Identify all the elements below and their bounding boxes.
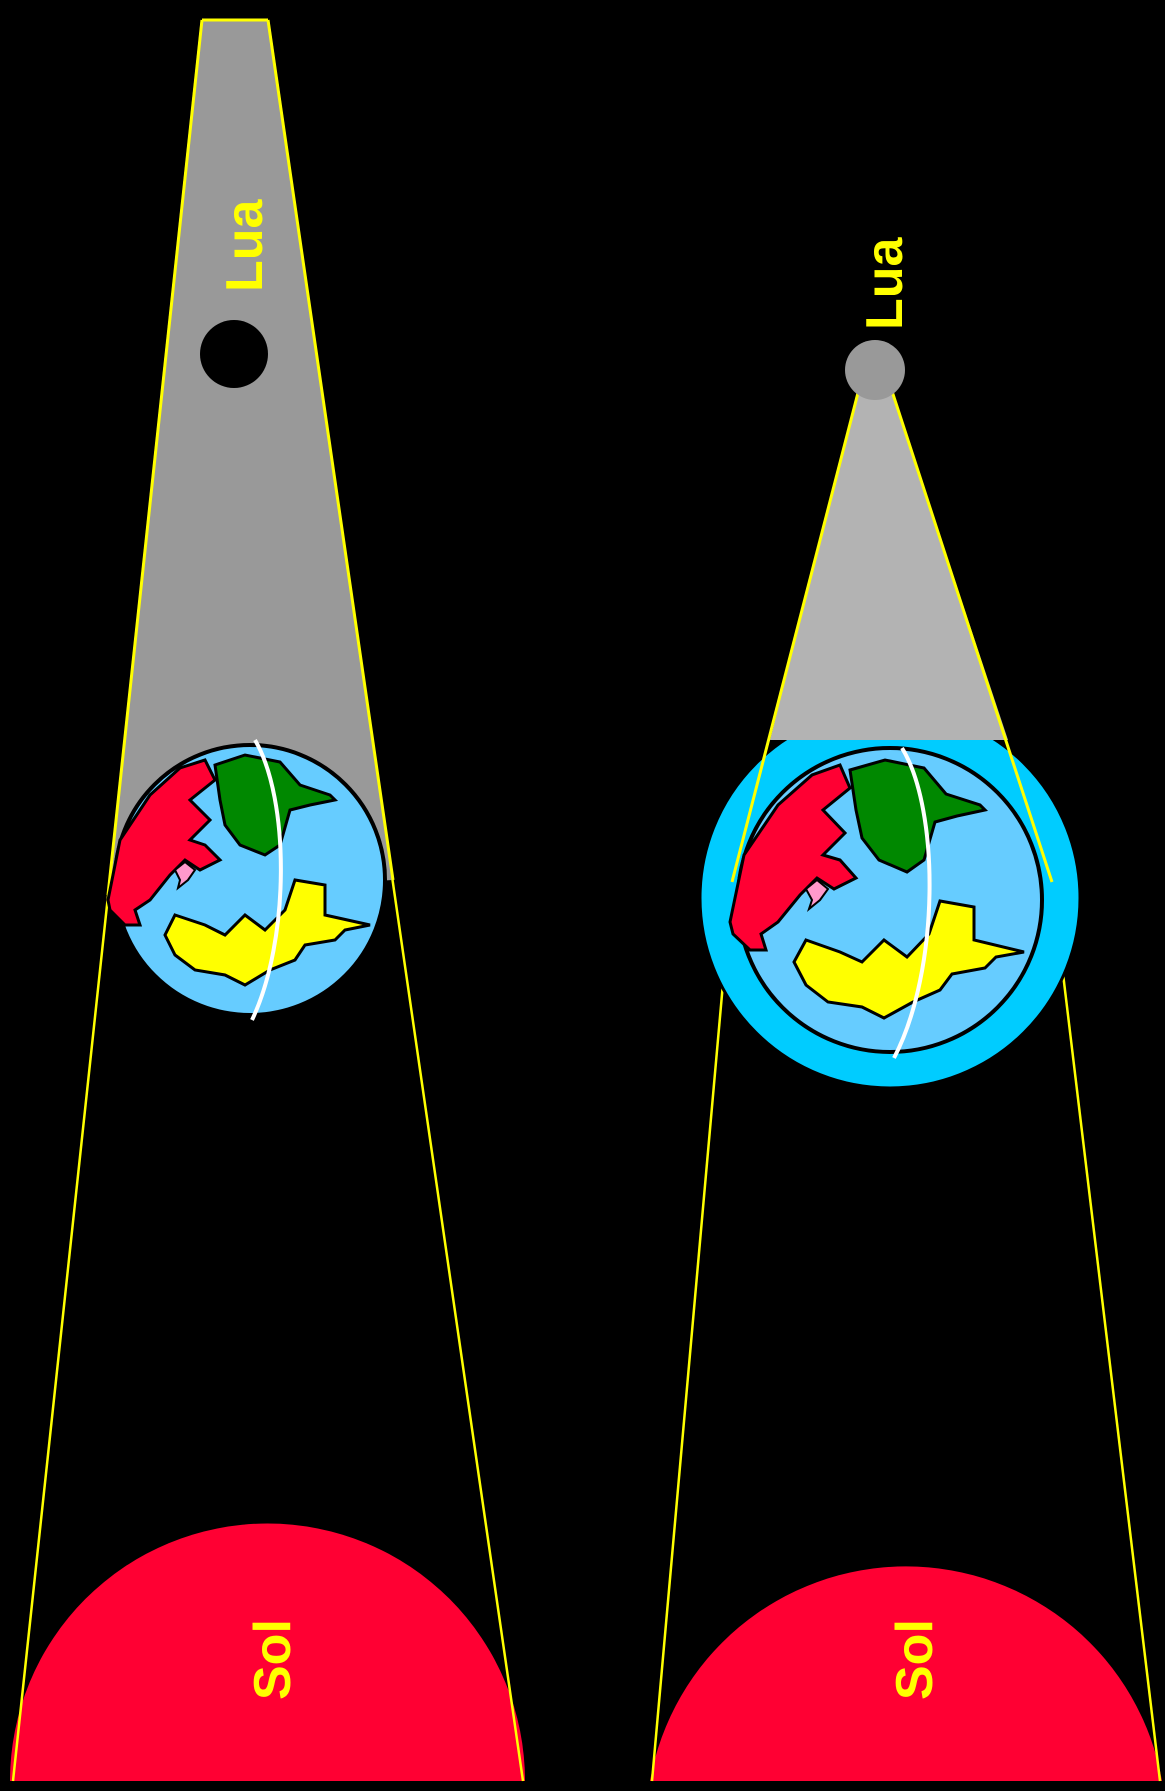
moon-left	[200, 320, 268, 388]
moon-label-left: Lua	[216, 198, 274, 292]
sun-label-right: Sol	[886, 1619, 944, 1700]
moon-label-right: Lua	[856, 236, 914, 330]
moon-right	[845, 340, 905, 400]
sun-label-left: Sol	[244, 1619, 302, 1700]
